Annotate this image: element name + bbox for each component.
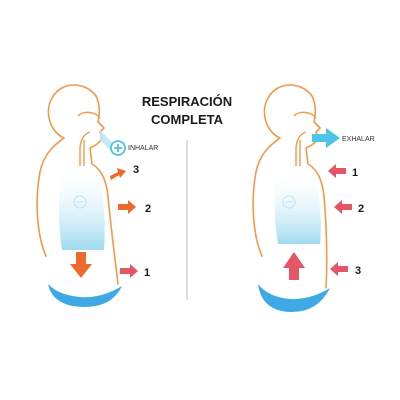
right-arrow-3-label: 3 [355, 265, 361, 277]
left-arrow-3-icon [110, 168, 126, 180]
left-lungs [59, 170, 105, 250]
air-out-arrow-icon [312, 128, 340, 148]
right-arrow-1-label: 1 [352, 167, 358, 179]
right-arrow-1-icon [328, 164, 346, 178]
right-arrow-3-icon [330, 262, 348, 276]
right-diaphragm [258, 284, 330, 312]
left-arrow-2-icon [118, 200, 136, 214]
title-line-2: COMPLETA [151, 112, 224, 127]
exhale-label: EXHALAR [342, 136, 375, 143]
left-lung-minus-icon [73, 195, 87, 209]
right-lung-minus-icon [282, 195, 296, 209]
title: RESPIRACIÓN COMPLETA [142, 94, 232, 127]
right-body-outline [252, 84, 328, 289]
left-arrow-1-icon [120, 264, 138, 278]
right-airway [295, 131, 307, 166]
left-arrow-2-label: 2 [145, 203, 151, 215]
right-figure: EXHALAR 1 2 3 [252, 84, 375, 312]
right-arrow-2-icon [334, 200, 352, 214]
right-arrow-2-label: 2 [358, 203, 364, 215]
left-air-stream [100, 130, 112, 152]
left-arrow-3-label: 3 [133, 164, 139, 176]
left-diaphragm [48, 284, 122, 307]
right-nasal-passage [293, 111, 317, 119]
right-diaphragm-arrow-up-icon [283, 252, 305, 280]
right-lungs [274, 176, 321, 244]
plus-circle-icon [110, 140, 126, 156]
left-figure: INHALAR 3 2 1 [36, 84, 158, 307]
left-airway [79, 131, 91, 166]
inhale-label: INHALAR [128, 145, 158, 152]
left-body-outline [36, 84, 119, 285]
left-nasal-passage [77, 111, 101, 119]
title-line-1: RESPIRACIÓN [142, 94, 232, 109]
left-diaphragm-arrow-down-icon [70, 252, 92, 278]
left-arrow-1-label: 1 [144, 267, 150, 279]
